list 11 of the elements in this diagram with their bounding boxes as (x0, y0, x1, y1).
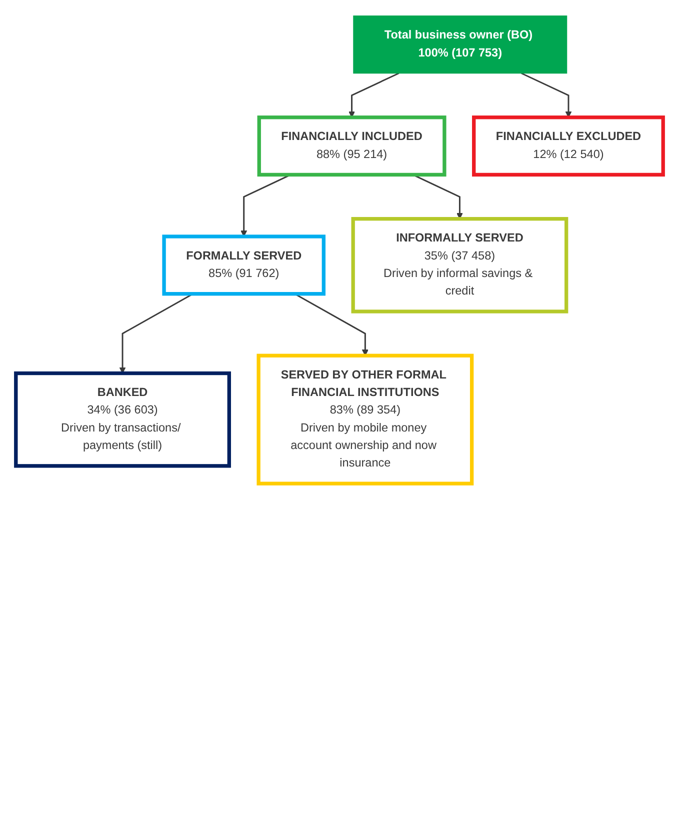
node-box (14, 371, 231, 468)
arrow (119, 293, 194, 374)
arrow (294, 293, 368, 356)
node-box (353, 16, 568, 74)
arrow (348, 72, 400, 118)
node-box (472, 116, 665, 177)
arrow (521, 72, 572, 118)
node-box (351, 217, 568, 314)
node-box (162, 234, 326, 296)
node-box (257, 116, 446, 177)
node-box (256, 354, 474, 486)
